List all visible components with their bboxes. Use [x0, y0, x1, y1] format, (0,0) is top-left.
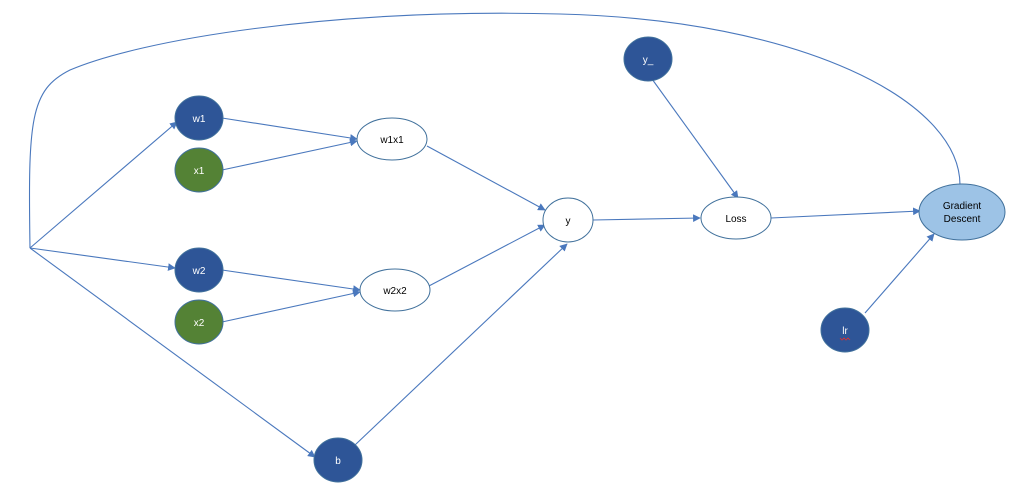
node-x2-label: x2 — [194, 318, 205, 329]
node-w2: w2 — [174, 247, 224, 293]
edge-gd-feedback — [28, 12, 961, 249]
node-w2x2: w2x2 — [359, 268, 431, 312]
node-gradient-descent-label-2: Descent — [944, 214, 981, 225]
edge-y-loss — [592, 214, 701, 222]
node-b-label: b — [335, 456, 341, 467]
node-x1-label: x1 — [194, 166, 205, 177]
edge-lr-gd — [864, 233, 935, 314]
node-w2-shape — [174, 247, 224, 293]
node-b-shape — [313, 437, 363, 483]
node-y-shape — [542, 197, 594, 243]
node-w1x1-label: w1x1 — [379, 135, 404, 146]
node-loss-label: Loss — [725, 214, 746, 225]
node-y-label: y — [566, 216, 571, 227]
node-b: b — [313, 437, 363, 483]
node-x1: x1 — [174, 147, 224, 193]
node-lr-shape — [820, 307, 870, 353]
node-x1-shape — [174, 147, 224, 193]
node-y-true-label: y_ — [643, 55, 654, 66]
edge-w2-w2x2 — [221, 269, 361, 293]
node-w1x1: w1x1 — [356, 117, 428, 161]
node-y-true: y_ — [623, 36, 673, 82]
node-w1-shape — [174, 95, 224, 141]
edge-b-y — [354, 243, 568, 446]
spellcheck-underline — [839, 337, 851, 341]
edge-x2-w2x2 — [221, 289, 361, 323]
node-lr: lr — [820, 307, 870, 353]
node-x2-shape — [174, 299, 224, 345]
node-w2-label: w2 — [192, 266, 206, 277]
node-gradient-descent: Gradient Descent — [918, 183, 1006, 241]
node-gradient-descent-label-1: Gradient — [943, 201, 982, 212]
node-w2x2-shape — [359, 268, 431, 312]
node-lr-label: lr — [842, 326, 848, 337]
edge-ytrue-loss — [651, 78, 739, 199]
node-y-true-shape — [623, 36, 673, 82]
edge-origin-w2 — [29, 247, 176, 271]
edge-w1x1-y — [426, 145, 546, 211]
edge-origin-b — [29, 247, 316, 458]
edges — [28, 12, 961, 458]
edge-origin-w1 — [29, 121, 178, 249]
node-w2x2-label: w2x2 — [382, 286, 407, 297]
edge-w2x2-y — [426, 224, 546, 288]
node-x2: x2 — [174, 299, 224, 345]
node-w1-label: w1 — [192, 114, 206, 125]
node-w1x1-shape — [356, 117, 428, 161]
node-loss-shape — [700, 196, 772, 240]
node-y: y — [542, 197, 594, 243]
node-w1: w1 — [174, 95, 224, 141]
node-loss: Loss — [700, 196, 772, 240]
node-gradient-descent-shape — [918, 183, 1006, 241]
edge-w1-w1x1 — [221, 117, 358, 142]
edge-loss-gd — [770, 207, 921, 219]
edge-x1-w1x1 — [221, 138, 358, 171]
